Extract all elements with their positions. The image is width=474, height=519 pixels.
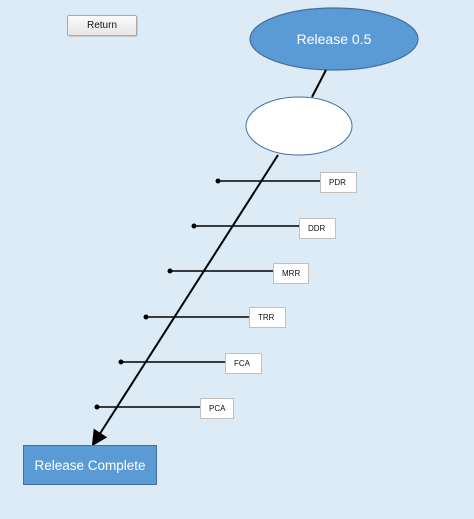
- spine-main-arrow: [91, 154, 279, 447]
- milestone-trr[interactable]: TRR: [249, 307, 286, 328]
- milestone-pdr[interactable]: PDR: [320, 172, 357, 193]
- milestone-fca[interactable]: FCA: [225, 353, 262, 374]
- branch-mrr: [167, 268, 280, 274]
- spine-top-segment: [311, 69, 327, 98]
- blank-node-ellipse[interactable]: [245, 96, 353, 156]
- end-node-release-complete[interactable]: Release Complete: [23, 445, 157, 485]
- branch-fca: [118, 359, 231, 365]
- branch-pdr: [215, 178, 328, 184]
- return-button[interactable]: Return: [67, 15, 137, 36]
- branch-pca: [94, 404, 207, 410]
- milestone-mrr[interactable]: MRR: [273, 263, 309, 284]
- branch-trr: [143, 314, 256, 320]
- milestone-ddr[interactable]: DDR: [299, 218, 336, 239]
- milestone-pca[interactable]: PCA: [200, 398, 234, 419]
- start-node-ellipse[interactable]: [249, 7, 419, 71]
- branch-ddr: [191, 223, 304, 229]
